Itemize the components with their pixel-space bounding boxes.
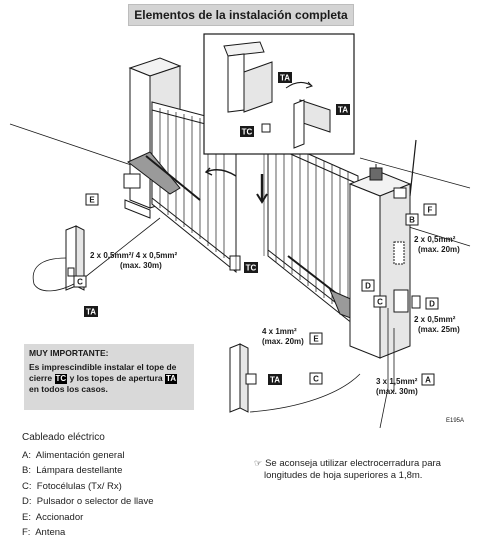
advice-note: ☞Se aconseja utilizar electrocerradura p… [254,457,450,482]
down-arrow-head [256,193,268,204]
important-heading: MUY IMPORTANTE: [29,348,109,358]
svg-text:C: C [77,278,83,287]
cabling-title: Cableado eléctrico [22,432,105,443]
spec-a-1: 3 x 1,5mm² [376,377,418,386]
svg-text:E: E [89,196,95,205]
list-item: E: Accionador [22,511,84,523]
ground-line-right [359,157,471,189]
label-box-d-far: D [425,297,439,310]
close-arrow-left-head [204,167,213,176]
important-notice: MUY IMPORTANTE: Es imprescindible instal… [24,344,194,410]
svg-text:F: F [428,206,433,215]
bottom-photocell-post [229,343,257,413]
svg-text:TA: TA [270,376,280,385]
label-tag-tc-gate: TC [244,262,258,273]
svg-text:B: B [409,216,415,225]
label-tag-ta-inset-1: TA [278,72,292,83]
svg-text:TA: TA [280,74,290,83]
right-pillar [348,171,412,359]
antenna [409,139,417,197]
note-line-2: longitudes de hoja superiores a 1,8m. [264,470,423,481]
svg-text:D: D [429,300,435,309]
list-item: A: Alimentación general [22,450,125,461]
spec-c-left-1: 2 x 0,5mm²/ 4 x 0,5mm² [90,251,177,260]
label-box-f: F [423,203,437,216]
list-item: C: Fotocélulas (Tx/ Rx) [22,480,122,492]
left-leaf-lock [229,255,241,271]
label-box-e-left: E [85,193,99,206]
flashing-lamp [369,164,383,181]
svg-text:A: A [425,376,431,385]
label-tag-ta-left: TA [84,306,98,317]
tag-ta: TA [164,374,178,384]
spec-b-2: (max. 20m) [418,245,460,254]
svg-text:TA: TA [86,308,96,317]
cabling-legend: Cableado eléctrico A: Alimentación gener… [22,432,154,540]
spec-e-2: (max. 20m) [262,337,304,346]
svg-text:E: E [313,335,319,344]
spec-a-2: (max. 30m) [376,387,418,396]
svg-text:D: D [365,282,371,291]
label-box-c-bottom: C [309,372,323,385]
label-tag-ta-inset-2: TA [336,104,350,115]
svg-text:C: C [313,375,319,384]
ground-line-left [9,123,141,169]
svg-text:TC: TC [246,264,257,273]
label-box-c-right: C [373,295,387,308]
pointing-hand-icon: ☞ [254,458,263,468]
spec-b-1: 2 x 0,5mm² [414,235,456,244]
spec-d-2: (max. 25m) [418,325,460,334]
zoom-inset [203,33,355,155]
svg-text:C: C [377,298,383,307]
key-selector [393,289,421,313]
label-box-b: B [405,213,419,226]
tag-tc: TC [54,374,68,384]
label-box-a: A [421,373,435,386]
label-tag-tc-inset: TC [240,126,254,137]
label-tag-ta-bottom: TA [268,374,282,385]
list-item: F: Antena [22,526,66,538]
page-title-text: Elementos de la instalación completa [134,8,348,22]
important-body: Es imprescindible instalar el tope de ci… [29,362,178,394]
page-title: Elementos de la instalación completa [128,4,354,26]
installation-diagram: E C TA TC TA TA TC B F D C D [9,33,471,428]
left-actuator [123,151,201,201]
close-arrow-left [205,169,237,177]
cable-runs [32,217,395,428]
svg-text:TA: TA [338,106,348,115]
right-photocell-wall [393,241,405,265]
note-line-1: Se aconseja utilizar electrocerradura pa… [265,458,441,469]
spec-c-left-2: (max. 30m) [120,261,162,270]
label-box-c-left: C [73,275,87,288]
spec-e-1: 4 x 1mm² [262,327,297,336]
spec-d-1: 2 x 0,5mm² [414,315,456,324]
svg-text:TC: TC [242,128,253,137]
label-box-e-right: E [309,332,323,345]
label-box-d-right: D [361,279,375,292]
right-gate-bars [275,140,349,316]
list-item: D: Pulsador o selector de llave [22,496,154,508]
figure-code: E195A [446,418,464,424]
list-item: B: Lámpara destellante [22,465,123,477]
control-box [393,187,407,199]
